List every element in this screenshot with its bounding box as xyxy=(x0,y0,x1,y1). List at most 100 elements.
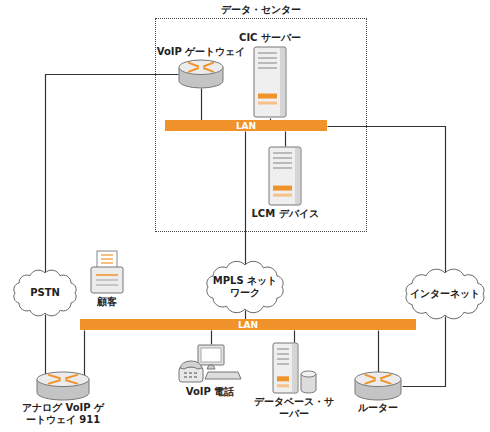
server-icon xyxy=(253,46,287,118)
cloud-outline xyxy=(406,269,484,319)
voip-gateway: VoIP ゲートウェイ xyxy=(178,60,224,88)
monitor-stand xyxy=(207,365,215,369)
server-slot xyxy=(277,358,289,360)
mpls-cloud: MPLS ネットワーク xyxy=(202,264,288,310)
server-case xyxy=(254,47,286,117)
network-link xyxy=(285,132,286,147)
network-link xyxy=(211,331,212,345)
router-arrow xyxy=(365,380,375,383)
phone-key xyxy=(194,372,197,374)
lan-bar: LAN xyxy=(80,319,416,330)
router-icon xyxy=(354,372,402,400)
network-link xyxy=(378,331,379,379)
keyboard xyxy=(205,372,241,379)
server-panel xyxy=(277,376,289,381)
phone-base xyxy=(179,367,203,382)
server-panel xyxy=(258,102,277,105)
router-icon xyxy=(36,372,90,400)
customer-paper-line xyxy=(101,254,113,255)
customer-paper xyxy=(97,251,117,269)
server-panel xyxy=(277,384,289,387)
server-slot xyxy=(273,162,292,164)
router-arrow xyxy=(49,375,60,378)
server-side xyxy=(292,344,297,392)
server-slot xyxy=(273,167,292,169)
network-link xyxy=(328,127,446,273)
cloud-outline xyxy=(207,261,283,312)
network-link xyxy=(294,331,295,343)
phone-key xyxy=(189,376,192,378)
network-link xyxy=(84,331,85,379)
monitor xyxy=(198,345,224,365)
server-side xyxy=(295,148,300,204)
network-link xyxy=(45,315,46,379)
server-slot xyxy=(273,157,292,159)
router-arrow xyxy=(365,375,375,378)
server-panel xyxy=(258,94,277,99)
customer-stripe xyxy=(96,274,118,276)
server-case xyxy=(273,343,298,393)
customer-paper-line xyxy=(101,262,113,263)
cloud-label: PSTN xyxy=(30,287,60,299)
device-label: VoIP 電話 xyxy=(186,386,235,398)
phone-key xyxy=(184,376,187,378)
cloud-label: インターネット xyxy=(410,288,480,300)
device-label: VoIP ゲートウェイ xyxy=(157,46,246,58)
server-icon xyxy=(268,146,302,206)
phone-icon xyxy=(178,344,242,384)
pstn-cloud: PSTN xyxy=(9,272,81,314)
device-label: アナログ VoIP ゲートウェイ 911 xyxy=(17,402,109,426)
lcm-device: LCM デバイス xyxy=(268,146,302,206)
customer-device: 顧客 xyxy=(88,250,126,294)
device-label: LCM デバイス xyxy=(251,208,318,220)
phone-key xyxy=(189,372,192,374)
cic-server: CIC サーバー xyxy=(253,46,287,118)
network-link xyxy=(201,89,202,121)
customer-stripe xyxy=(96,284,118,286)
bar-label: LAN xyxy=(238,320,258,329)
server-slot xyxy=(277,363,289,365)
router-arrow xyxy=(381,375,391,378)
server-case xyxy=(269,147,301,205)
phone-key xyxy=(194,376,197,378)
server-slot xyxy=(258,67,277,69)
voip-phone: VoIP 電話 xyxy=(178,344,242,384)
customer-body xyxy=(91,267,123,293)
device-label: ルーター xyxy=(358,402,398,414)
router-arrow xyxy=(66,380,77,383)
server-side xyxy=(280,48,285,116)
server-slot xyxy=(258,57,277,59)
router-icon xyxy=(178,60,224,88)
customer-stripe xyxy=(96,279,118,281)
router-arrow xyxy=(49,380,60,383)
cloud-outline xyxy=(14,270,76,316)
router-arrow xyxy=(381,380,391,383)
network-link xyxy=(245,132,246,265)
server-slot xyxy=(277,353,289,355)
device-label: 顧客 xyxy=(97,296,117,308)
server-panel xyxy=(273,194,292,197)
db-cylinder-top xyxy=(301,371,316,377)
router-top xyxy=(179,60,223,75)
datacenter-region: データ・センターVoIP ゲートウェイCIC サーバーLANLCM デバイス xyxy=(155,18,367,232)
router: ルーター xyxy=(354,372,402,400)
db-icon xyxy=(272,342,316,394)
router-arrow xyxy=(66,375,77,378)
router-top xyxy=(355,372,401,387)
router-arrow xyxy=(204,63,213,66)
database-server: データベース・サーバー xyxy=(272,342,316,394)
internet-cloud: インターネット xyxy=(401,272,489,316)
region-title: データ・センター xyxy=(219,4,303,16)
router-arrow xyxy=(189,63,198,66)
bar-label: LAN xyxy=(236,121,256,130)
device-label: データベース・サーバー xyxy=(254,396,334,420)
monitor-screen xyxy=(201,348,221,362)
phone-handset xyxy=(180,361,202,369)
router-arrow xyxy=(204,68,213,71)
analog-gateway: アナログ VoIP ゲートウェイ 911 xyxy=(36,372,90,400)
customer-paper-line xyxy=(101,258,113,259)
router-arrow xyxy=(189,68,198,71)
server-slot xyxy=(258,52,277,54)
